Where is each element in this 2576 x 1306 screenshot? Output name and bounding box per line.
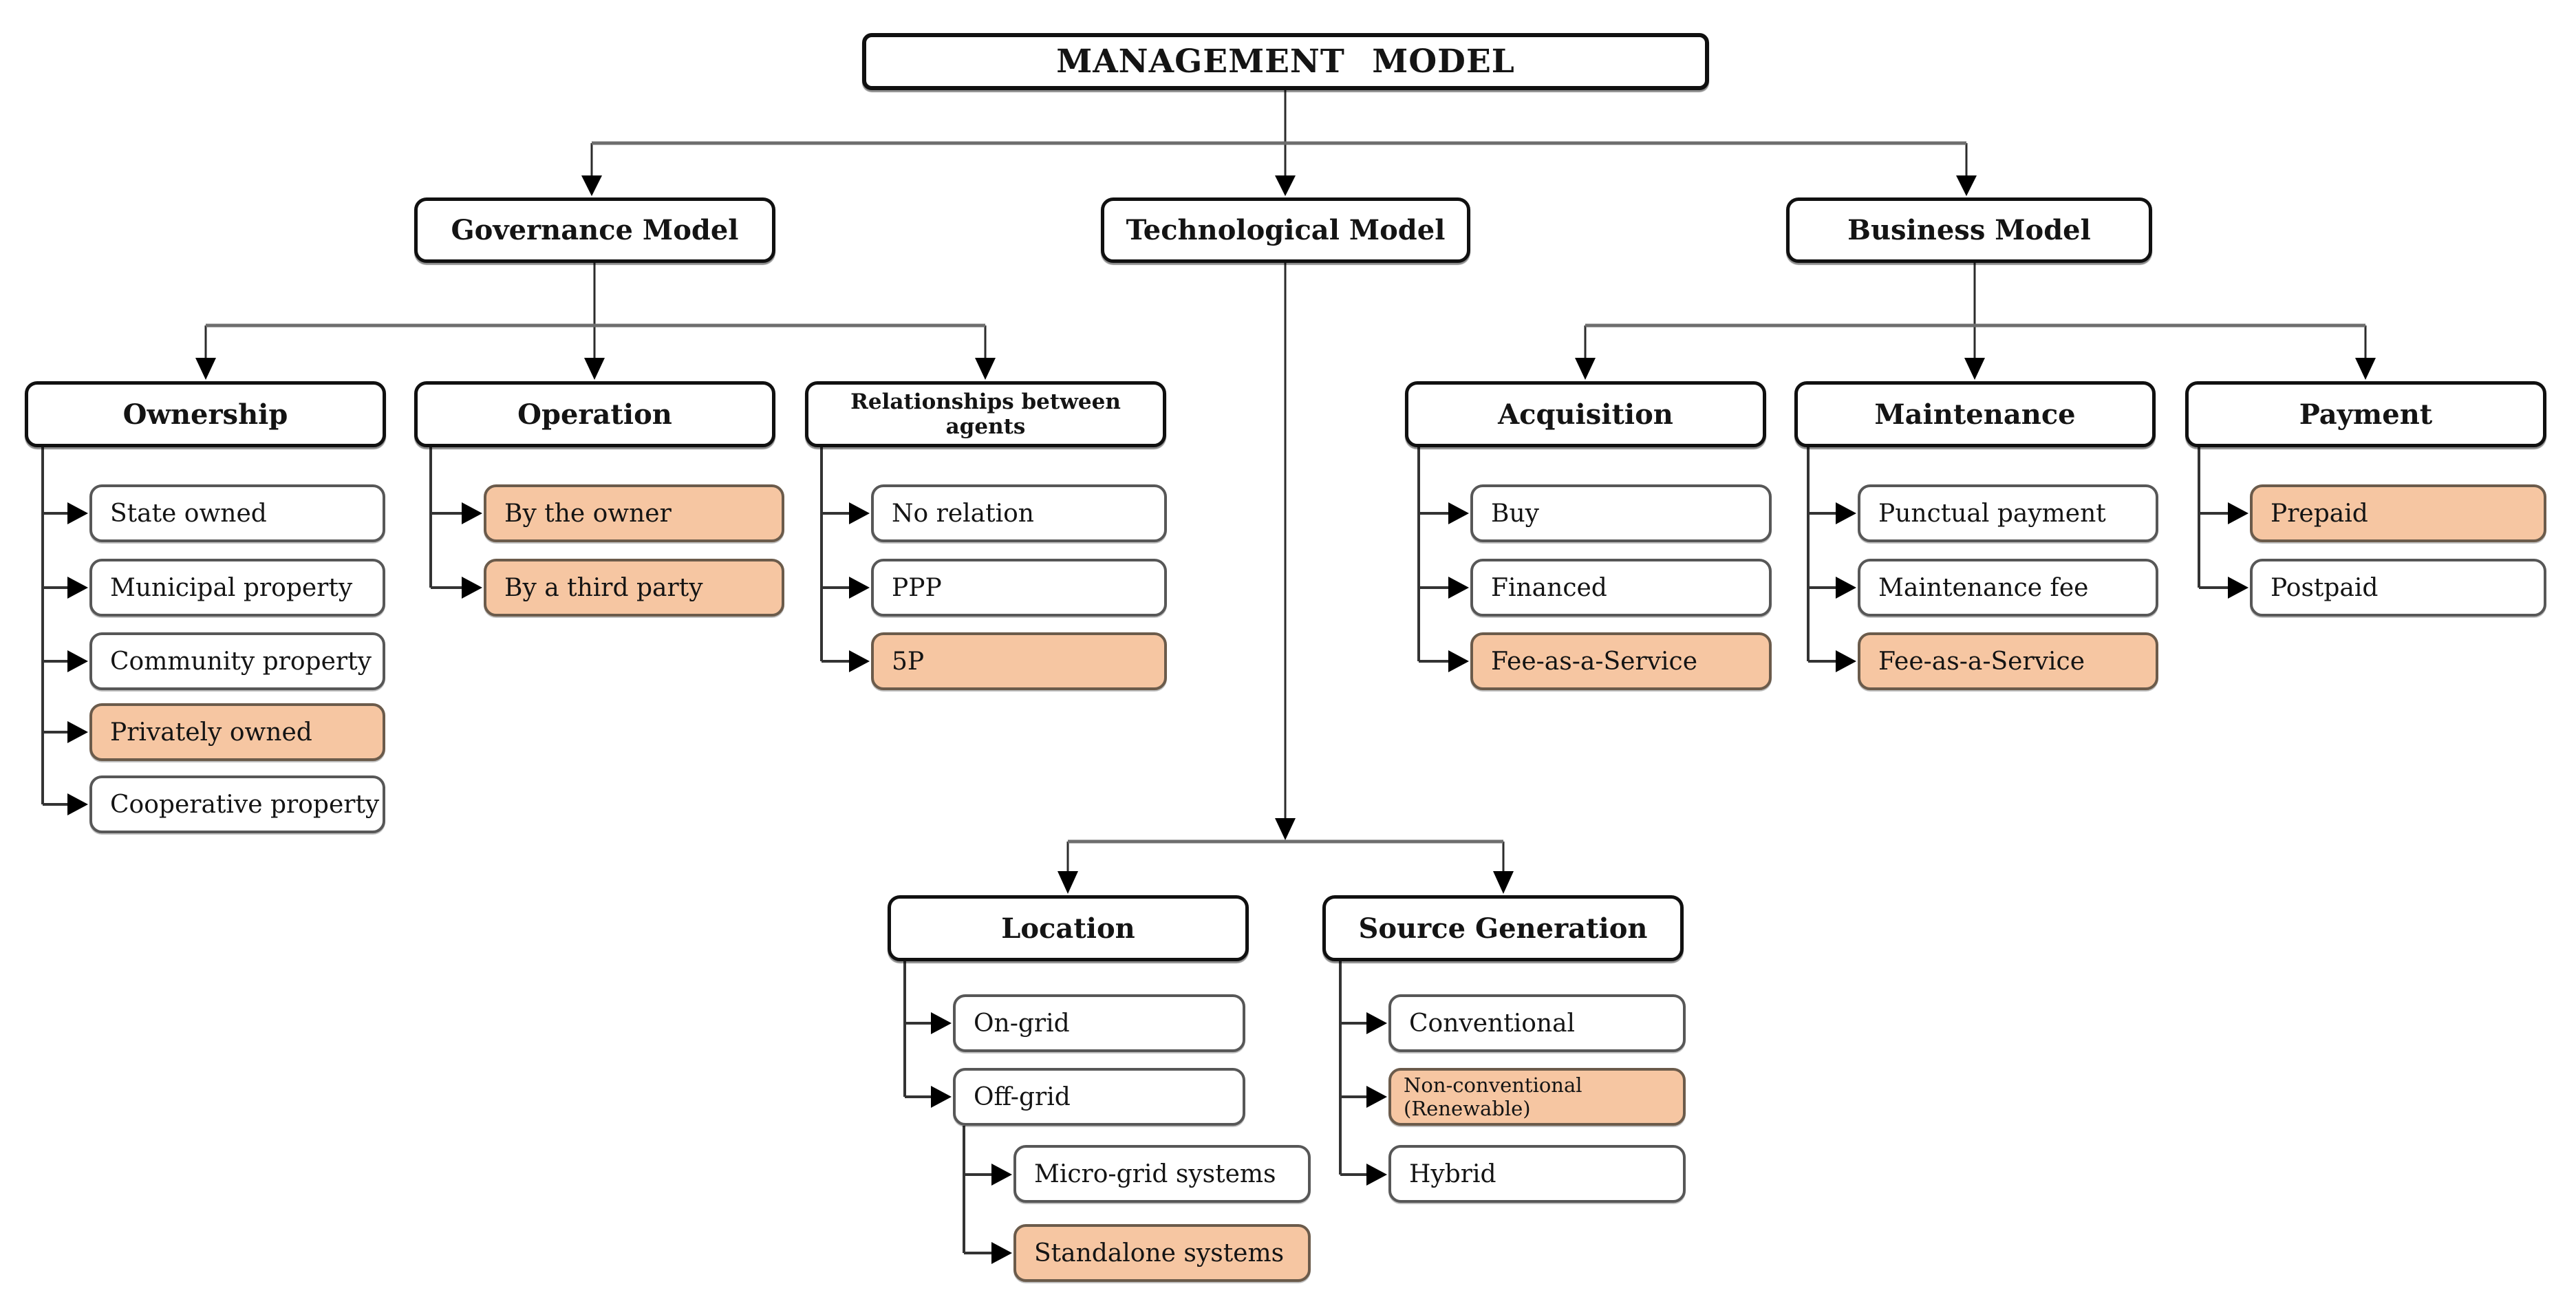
leaf-hybrid: Hybrid bbox=[1388, 1145, 1686, 1203]
leaf-buy: Buy bbox=[1470, 484, 1772, 542]
leaf-maintenance-fee: Maintenance fee bbox=[1858, 559, 2158, 617]
leaf-by-a-third-party: By a third party bbox=[484, 559, 784, 617]
leaf-non-conventional-renewable: Non-conventional (Renewable) bbox=[1388, 1068, 1686, 1126]
leaf-acquisition-fee-as-a-service: Fee-as-a-Service bbox=[1470, 632, 1772, 690]
branch-governance-model: Governance Model bbox=[414, 197, 775, 263]
leaf-cooperative-property: Cooperative property bbox=[89, 775, 385, 833]
leaf-community-property: Community property bbox=[89, 632, 385, 690]
leaf-state-owned: State owned bbox=[89, 484, 385, 542]
leaf-ppp: PPP bbox=[871, 559, 1167, 617]
branch-business-model: Business Model bbox=[1786, 197, 2152, 263]
leaf-micro-grid-systems: Micro-grid systems bbox=[1013, 1145, 1311, 1203]
leaf-no-relation: No relation bbox=[871, 484, 1167, 542]
group-relationships-header: Relationships between agents bbox=[805, 381, 1166, 447]
leaf-5p: 5P bbox=[871, 632, 1167, 690]
leaf-municipal-property: Municipal property bbox=[89, 559, 385, 617]
leaf-off-grid: Off-grid bbox=[953, 1068, 1245, 1126]
branch-technological-model: Technological Model bbox=[1101, 197, 1470, 263]
leaf-prepaid: Prepaid bbox=[2250, 484, 2546, 542]
leaf-financed: Financed bbox=[1470, 559, 1772, 617]
leaf-on-grid: On-grid bbox=[953, 994, 1245, 1052]
leaf-conventional: Conventional bbox=[1388, 994, 1686, 1052]
root-box-management-model: MANAGEMENT MODEL bbox=[862, 33, 1709, 90]
group-payment-header: Payment bbox=[2185, 381, 2546, 447]
leaf-punctual-payment: Punctual payment bbox=[1858, 484, 2158, 542]
leaf-postpaid: Postpaid bbox=[2250, 559, 2546, 617]
group-operation-header: Operation bbox=[414, 381, 775, 447]
group-maintenance-header: Maintenance bbox=[1794, 381, 2156, 447]
leaf-maintenance-fee-as-a-service: Fee-as-a-Service bbox=[1858, 632, 2158, 690]
group-source-generation-header: Source Generation bbox=[1322, 895, 1684, 961]
leaf-by-the-owner: By the owner bbox=[484, 484, 784, 542]
leaf-privately-owned: Privately owned bbox=[89, 703, 385, 761]
group-location-header: Location bbox=[888, 895, 1249, 961]
group-acquisition-header: Acquisition bbox=[1405, 381, 1766, 447]
group-ownership-header: Ownership bbox=[25, 381, 386, 447]
leaf-standalone-systems: Standalone systems bbox=[1013, 1224, 1311, 1282]
